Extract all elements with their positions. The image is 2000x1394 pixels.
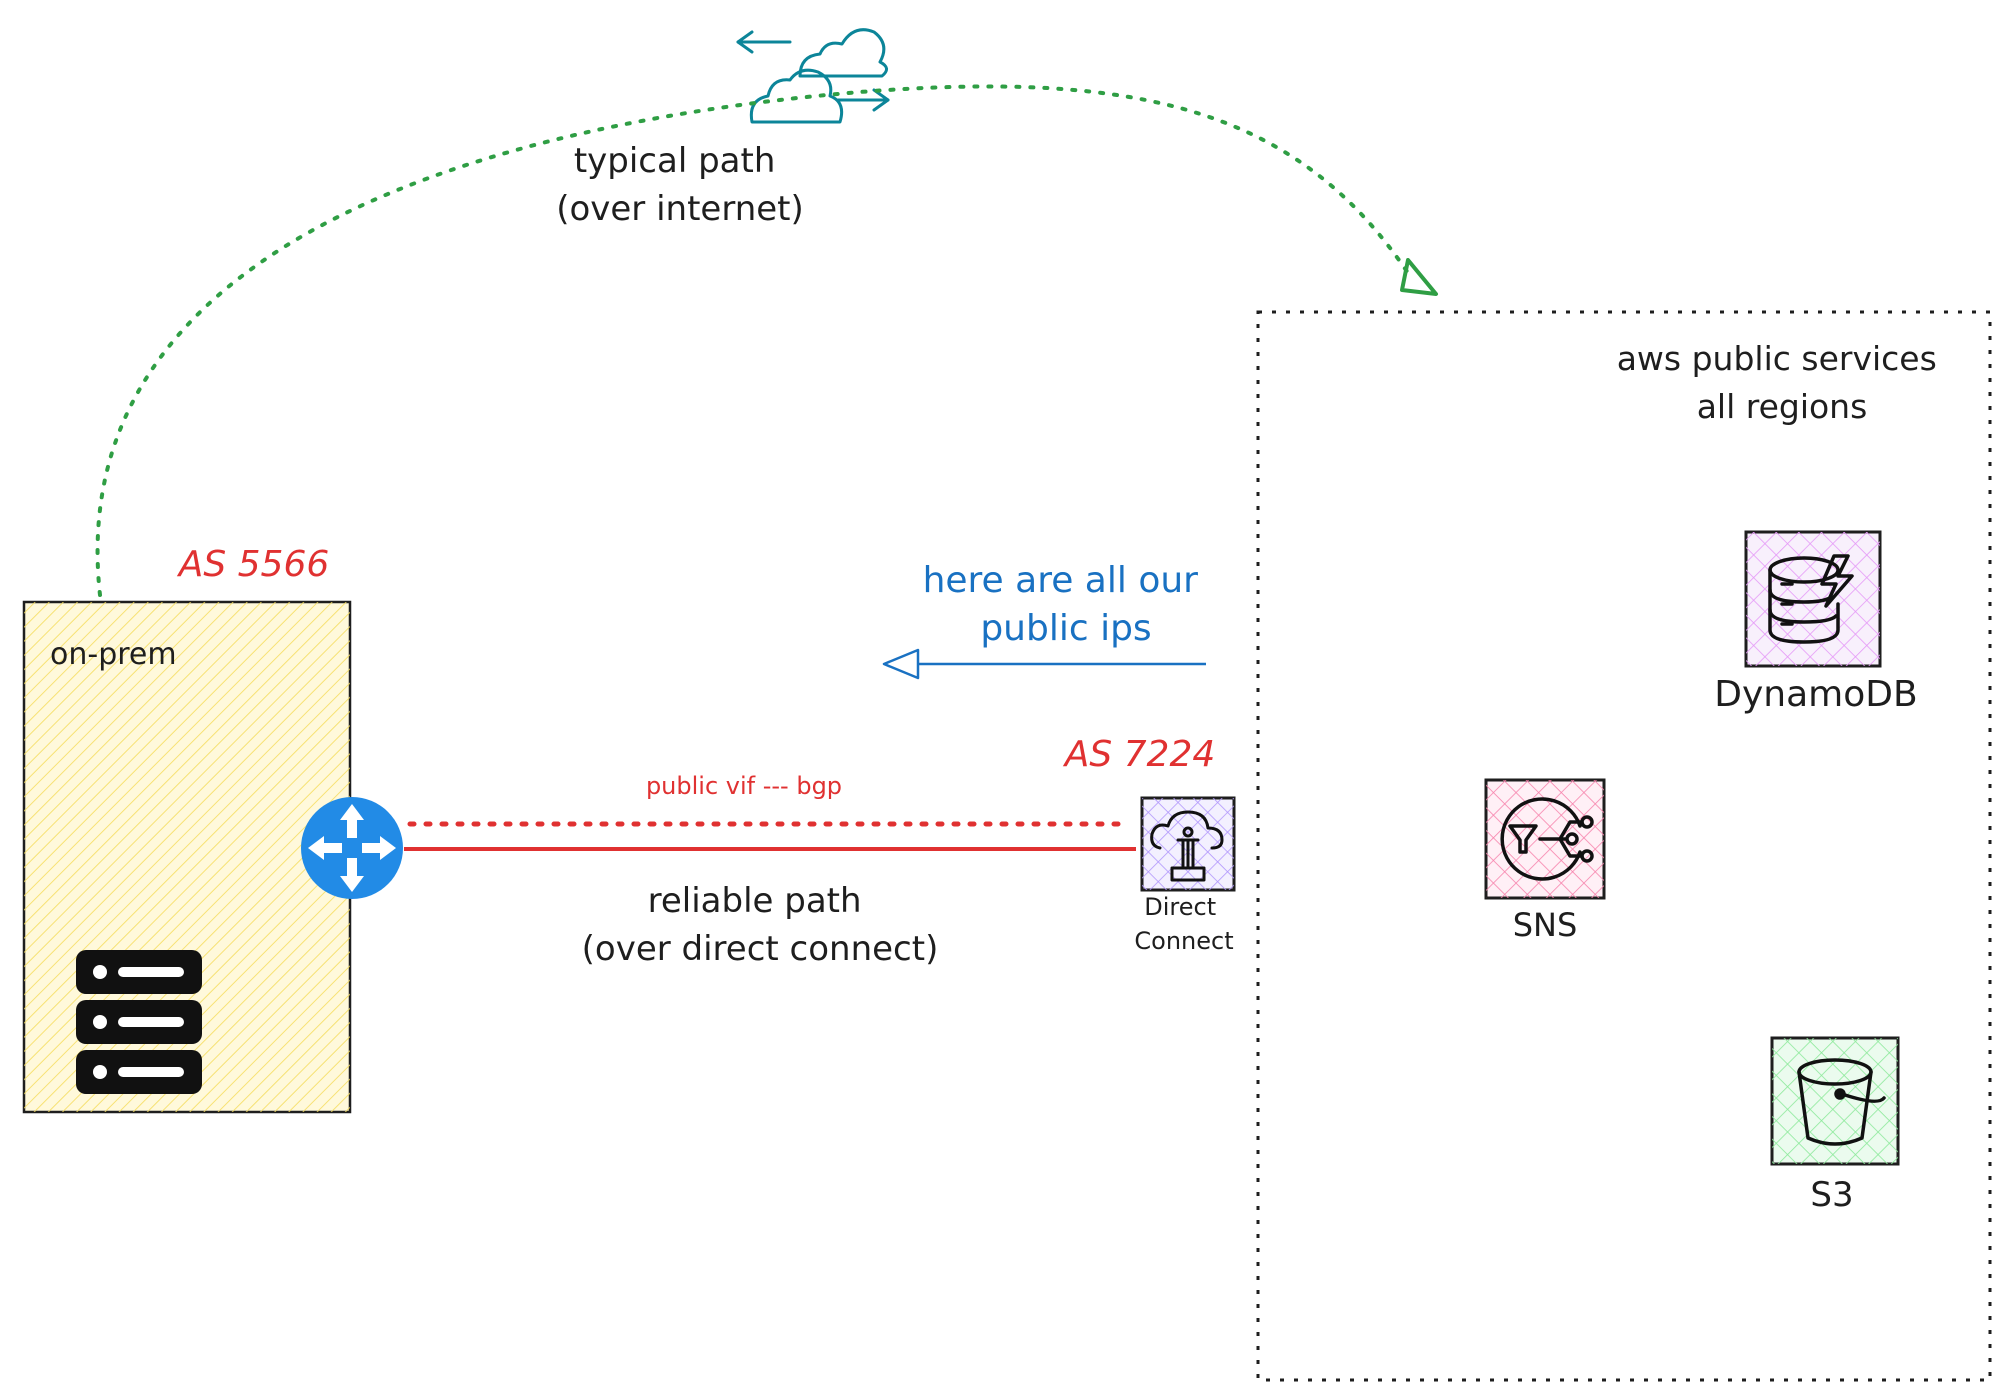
aws-public-services-region — [1256, 310, 1992, 1382]
dynamodb-label: DynamoDB — [1714, 674, 1917, 715]
direct-connect-icon — [1140, 796, 1236, 892]
direct-connect-label: Direct Connect — [1134, 893, 1233, 955]
public-ips-advertisement-label: here are all our public ips — [923, 560, 1210, 649]
internet-path-arrowhead — [1400, 258, 1438, 296]
sns-label: SNS — [1513, 906, 1578, 944]
onprem-label: on-prem — [50, 637, 177, 672]
public-ips-advertisement-arrowhead — [882, 648, 920, 680]
s3-bucket-icon — [1770, 1036, 1900, 1166]
dx-as-number: AS 7224 — [1063, 734, 1216, 775]
server-rack-icon — [76, 950, 202, 1094]
onprem-as-number: AS 5566 — [177, 544, 330, 585]
public-vif-label: public vif --- bgp — [646, 772, 842, 800]
dynamodb-icon — [1744, 530, 1882, 668]
internet-cloud-icon — [736, 28, 890, 124]
direct-path-label: reliable path (over direct connect) — [582, 881, 939, 969]
s3-label: S3 — [1810, 1175, 1853, 1215]
internet-path-label: typical path (over internet) — [556, 141, 804, 229]
router-icon — [301, 797, 403, 899]
aws-region-label: aws public services all regions — [1617, 339, 1948, 426]
internet-path-arrow — [95, 84, 1412, 597]
sns-icon — [1484, 778, 1606, 900]
